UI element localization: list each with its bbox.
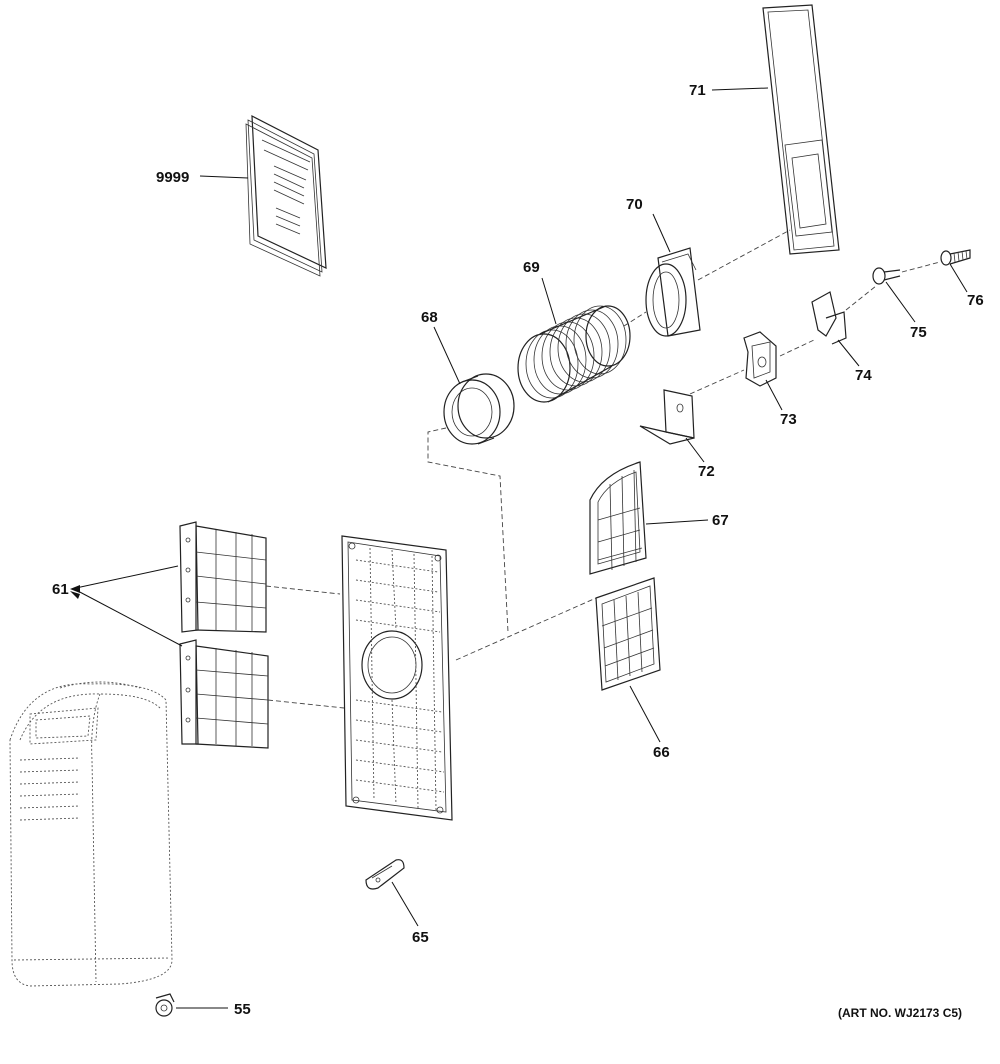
- main-unit-cabinet: [9, 681, 173, 987]
- art-number: (ART NO. WJ2173 C5): [838, 1006, 962, 1020]
- callout-66: 66: [653, 744, 670, 761]
- part-76-screw: [940, 249, 971, 266]
- callout-61: 61: [52, 581, 69, 598]
- callout-74: 74: [855, 367, 872, 384]
- part-68-hose-connector: [443, 373, 515, 445]
- part-73-bracket: [743, 331, 777, 387]
- callout-72: 72: [698, 463, 715, 480]
- part-55-caster: [155, 993, 175, 1017]
- rear-grille-panel: [341, 535, 453, 821]
- callout-67: 67: [712, 512, 729, 529]
- part-69-exhaust-hose: [517, 305, 631, 403]
- callout-65: 65: [412, 929, 429, 946]
- callout-labels: 9999 71 70 69 68 76 75 74 73 72 67 66 61…: [52, 82, 984, 1020]
- part-74-clip: [811, 291, 847, 345]
- callout-73: 73: [780, 411, 797, 428]
- part-61-lower-filter: [179, 639, 269, 749]
- callout-9999: 9999: [156, 169, 189, 186]
- part-61-upper-filter: [179, 521, 267, 633]
- part-65-remote-control: [365, 859, 405, 890]
- callout-69: 69: [523, 259, 540, 276]
- part-66-filter: [595, 577, 661, 691]
- part-75-screw: [872, 267, 901, 285]
- part-67-filter: [589, 461, 647, 575]
- callout-68: 68: [421, 309, 438, 326]
- callout-55: 55: [234, 1001, 251, 1018]
- callout-75: 75: [910, 324, 927, 341]
- callout-71: 71: [689, 82, 706, 99]
- callout-leaders: [70, 87, 968, 1009]
- part-72-angle-bracket: [639, 389, 695, 445]
- callout-76: 76: [967, 292, 984, 309]
- callout-70: 70: [626, 196, 643, 213]
- part-9999-manual: [245, 114, 327, 277]
- assembly-lines: [265, 229, 941, 709]
- part-70-window-adaptor: [645, 247, 701, 337]
- part-71-window-panel: [762, 4, 840, 255]
